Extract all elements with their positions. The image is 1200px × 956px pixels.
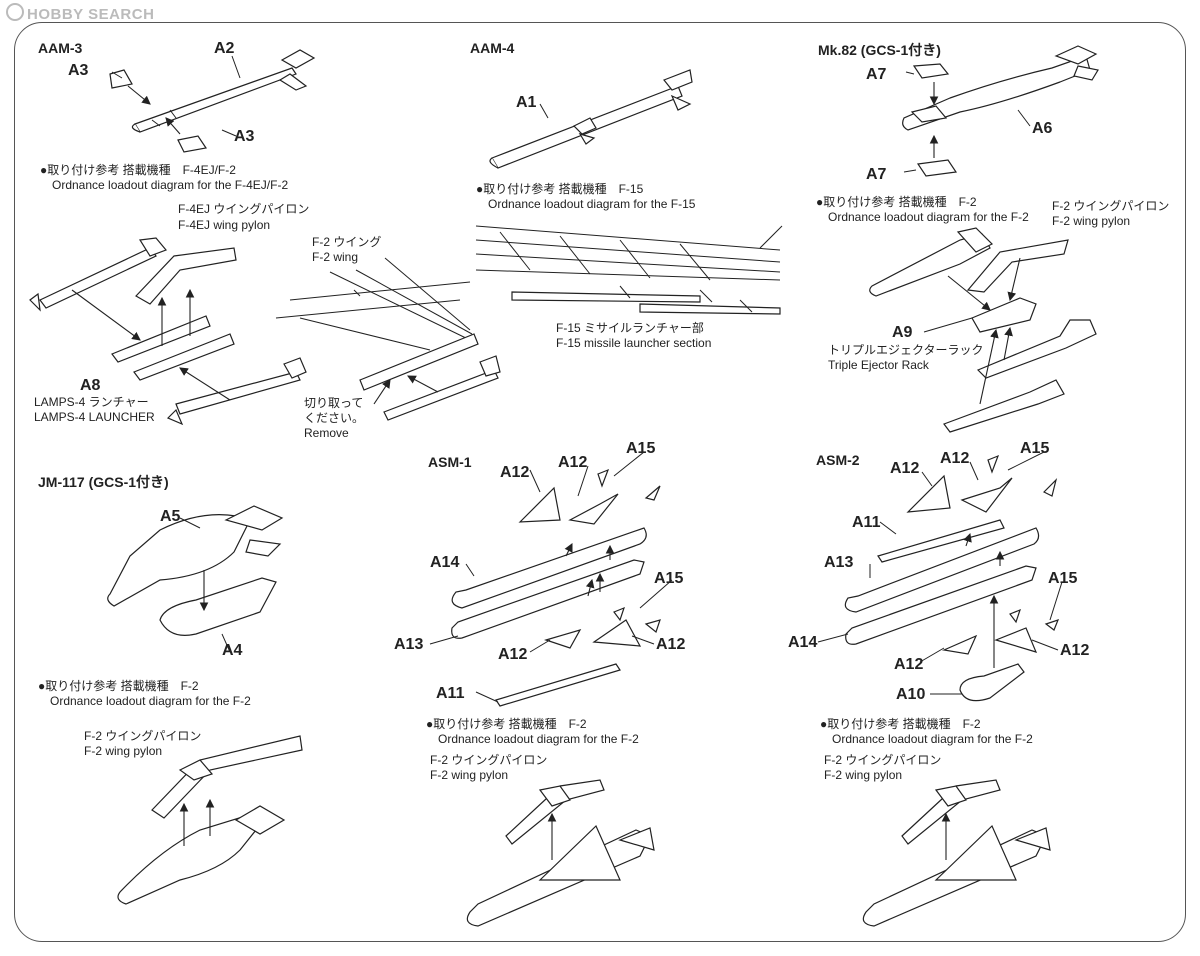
aam3-pylon-assembly: [29, 237, 307, 426]
asm2-note-jp: ●取り付け参考 搭載機種 F-2: [820, 717, 981, 731]
asm2-label-a12-3: A12: [894, 656, 924, 673]
part-label-a6: A6: [1032, 120, 1053, 137]
asm2-pylon-assembly: [862, 779, 1051, 927]
jm117-pylon-jp: F-2 ウイングパイロン: [84, 729, 202, 743]
instruction-frame: [14, 22, 1186, 942]
remove-note-jp-1: 切り取って: [304, 396, 364, 410]
mk82-pylon-en: F-2 wing pylon: [1052, 214, 1131, 228]
asm1-label-a11: A11: [436, 685, 465, 702]
asm2-label-a12-2: A12: [940, 450, 970, 467]
asm2-missile-drawing: [844, 454, 1060, 702]
aam4-note-en: Ordnance loadout diagram for the F-15: [488, 197, 696, 211]
remove-note-en: Remove: [304, 426, 349, 440]
aam3-missile-drawing: [109, 49, 316, 153]
part-label-a1: A1: [516, 94, 537, 111]
jm117-title: JM-117 (GCS-1付き): [38, 474, 169, 490]
asm1-missile-drawing: [451, 468, 661, 707]
asm1-pylon-assembly: [466, 779, 655, 927]
asm1-pylon-jp: F-2 ウイングパイロン: [430, 753, 548, 767]
remove-note-jp-2: ください。: [304, 411, 365, 425]
part-label-a2: A2: [214, 40, 235, 57]
f4ej-pylon-jp: F-4EJ ウイングパイロン: [178, 202, 310, 216]
asm2-label-a14: A14: [788, 634, 818, 651]
jm117-note-en: Ordnance loadout diagram for the F-2: [50, 694, 251, 708]
hobbysearch-logo-icon: [6, 3, 24, 21]
f15-launcher-drawing: [475, 225, 783, 315]
jm117-pylon-assembly: [117, 735, 303, 905]
jm117-bomb-drawing: [107, 505, 284, 636]
part-label-a9: A9: [892, 324, 913, 341]
mk82-note-jp: ●取り付け参考 搭載機種 F-2: [816, 195, 977, 209]
f2-wing-jp: F-2 ウイング: [312, 235, 382, 249]
part-label-a5: A5: [160, 508, 181, 525]
asm1-note-en: Ordnance loadout diagram for the F-2: [438, 732, 639, 746]
aam4-missile-drawing: [489, 69, 693, 169]
ter-jp: トリプルエジェクターラック: [828, 343, 984, 357]
mk82-title: Mk.82 (GCS-1付き): [818, 42, 941, 58]
asm2-label-a15-2: A15: [1048, 570, 1078, 587]
mk82-bomb-drawing: [902, 45, 1099, 177]
asm2-pylon-en: F-2 wing pylon: [824, 768, 903, 782]
asm2-label-a12-4: A12: [1060, 642, 1090, 659]
mk82-ter-assembly: [869, 227, 1097, 433]
f15-launcher-en: F-15 missile launcher section: [556, 336, 712, 350]
asm2-label-a11: A11: [852, 514, 881, 531]
lamps-launcher-en: LAMPS-4 LAUNCHER: [34, 410, 155, 424]
f2-wing-en: F-2 wing: [312, 250, 359, 264]
f2-wing-assembly: [275, 257, 501, 421]
aam3-note-jp: ●取り付け参考 搭載機種 F-4EJ/F-2: [40, 163, 236, 177]
asm1-label-a12-2: A12: [558, 454, 588, 471]
mk82-pylon-jp: F-2 ウイングパイロン: [1052, 199, 1170, 213]
asm2-label-a15-1: A15: [1020, 440, 1050, 457]
asm2-pylon-jp: F-2 ウイングパイロン: [824, 753, 942, 767]
watermark-text: HOBBY SEARCH: [27, 6, 155, 23]
part-label-a4: A4: [222, 642, 243, 659]
jm117-note-jp: ●取り付け参考 搭載機種 F-2: [38, 679, 199, 693]
aam3-note-en: Ordnance loadout diagram for the F-4EJ/F…: [52, 178, 289, 192]
jm117-pylon-en: F-2 wing pylon: [84, 744, 163, 758]
mk82-note-en: Ordnance loadout diagram for the F-2: [828, 210, 1029, 224]
part-label-a7: A7: [866, 66, 887, 83]
asm2-label-a13: A13: [824, 554, 854, 571]
ter-en: Triple Ejector Rack: [828, 358, 929, 372]
lamps-launcher-jp: LAMPS-4 ランチャー: [34, 395, 149, 409]
asm1-label-a13: A13: [394, 636, 424, 653]
part-label-a3: A3: [68, 62, 89, 79]
asm1-pylon-en: F-2 wing pylon: [430, 768, 509, 782]
aam3-title: AAM-3: [38, 40, 83, 56]
f15-launcher-jp: F-15 ミサイルランチャー部: [556, 321, 704, 335]
f4ej-pylon-en: F-4EJ wing pylon: [178, 218, 271, 232]
asm1-label-a15-2: A15: [654, 570, 684, 587]
asm1-label-a14: A14: [430, 554, 460, 571]
aam4-note-jp: ●取り付け参考 搭載機種 F-15: [476, 182, 644, 196]
leader-lines: [111, 55, 1063, 703]
asm1-label-a12-1: A12: [500, 464, 530, 481]
asm2-label-a12-1: A12: [890, 460, 920, 477]
asm2-label-a10: A10: [896, 686, 926, 703]
asm1-label-a15-1: A15: [626, 440, 656, 457]
asm1-title: ASM-1: [428, 454, 472, 470]
part-label-a7-lower: A7: [866, 166, 887, 183]
asm1-note-jp: ●取り付け参考 搭載機種 F-2: [426, 717, 587, 731]
asm2-note-en: Ordnance loadout diagram for the F-2: [832, 732, 1033, 746]
part-label-a8: A8: [80, 377, 101, 394]
part-label-a3-lower: A3: [234, 128, 255, 145]
asm1-label-a12-3: A12: [498, 646, 528, 663]
asm2-title: ASM-2: [816, 452, 860, 468]
aam4-title: AAM-4: [470, 40, 515, 56]
watermark: HOBBY SEARCH: [6, 3, 154, 23]
asm1-label-a12-4: A12: [656, 636, 686, 653]
